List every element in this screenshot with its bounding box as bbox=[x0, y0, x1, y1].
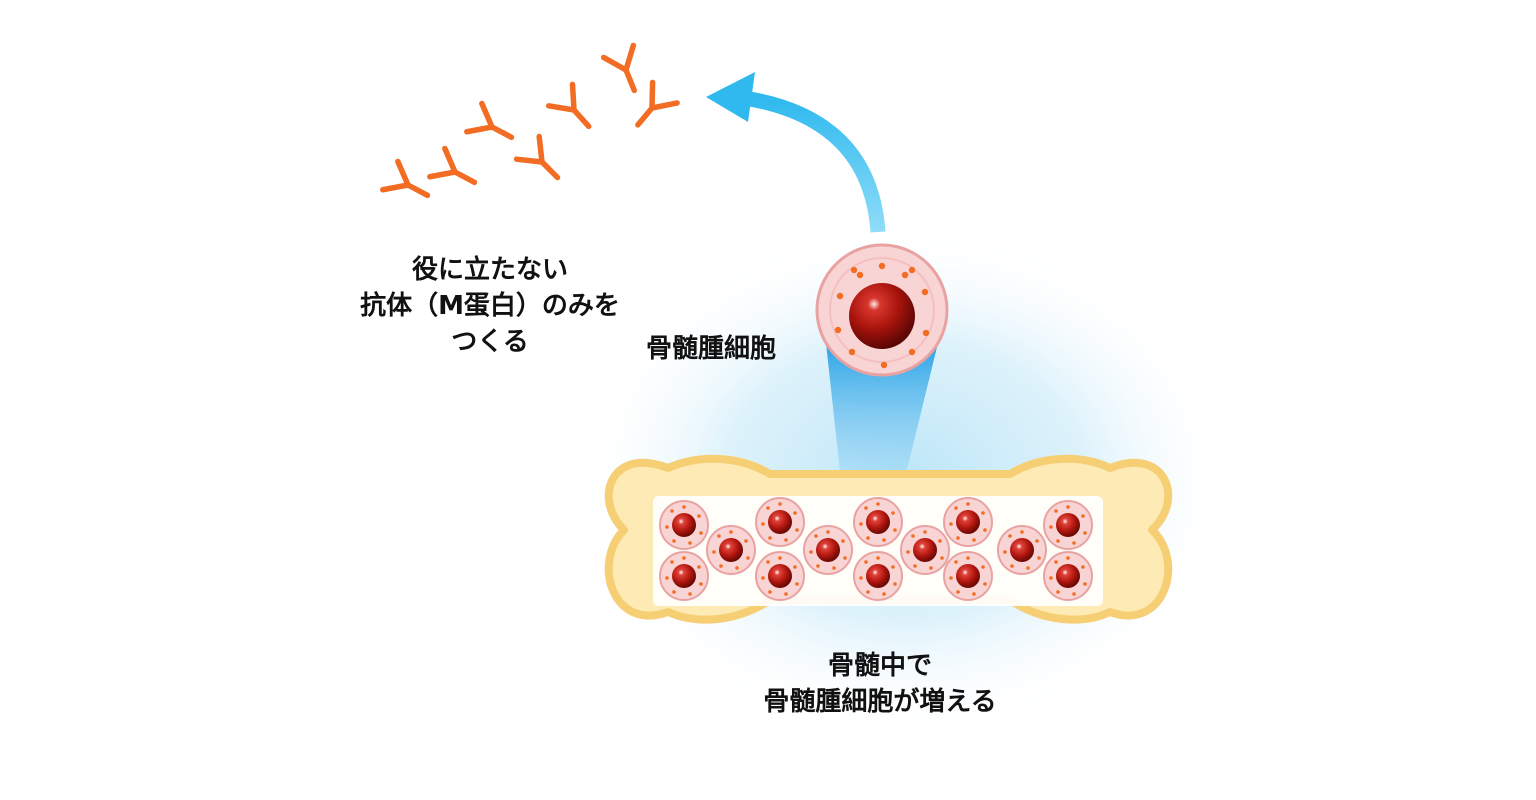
antibody-group bbox=[380, 42, 680, 199]
antibody-icon bbox=[380, 158, 431, 199]
antibody-icon bbox=[600, 42, 637, 94]
antibody-icon bbox=[545, 81, 592, 130]
marrow-myeloma-cell bbox=[1043, 551, 1093, 601]
antibody-label-line-3: つくる bbox=[451, 327, 529, 357]
antibody-icon bbox=[427, 145, 478, 186]
marrow-myeloma-cell bbox=[659, 551, 709, 601]
antibody-icon bbox=[635, 79, 680, 128]
marrow-myeloma-cell bbox=[853, 497, 903, 547]
myeloma-cell-label: 骨髄腫細胞 bbox=[646, 334, 777, 364]
marrow-myeloma-cell bbox=[755, 497, 805, 547]
antibody-icon bbox=[464, 100, 515, 141]
marrow-myeloma-cell bbox=[900, 525, 950, 575]
marrow-myeloma-cell bbox=[803, 525, 853, 575]
marrow-myeloma-cell bbox=[853, 551, 903, 601]
marrow-myeloma-cell bbox=[755, 551, 805, 601]
curved-arrow-icon bbox=[706, 72, 886, 233]
antibody-icon bbox=[513, 133, 561, 181]
light-beam bbox=[826, 343, 938, 490]
marrow-myeloma-cell bbox=[943, 551, 993, 601]
bone-label-line-1: 骨髄中で bbox=[827, 651, 932, 681]
marrow-myeloma-cell bbox=[659, 500, 709, 550]
myeloma-cell-icon bbox=[815, 243, 949, 377]
antibody-label-line-1: 役に立たない bbox=[411, 255, 568, 285]
bone-marrow-label: 骨髄中で 骨髄腫細胞が増える bbox=[730, 648, 1030, 720]
marrow-myeloma-cell bbox=[997, 525, 1047, 575]
marrow-myeloma-cell bbox=[706, 525, 756, 575]
antibody-label-line-2: 抗体（M蛋白）のみを bbox=[360, 291, 620, 321]
marrow-myeloma-cell bbox=[943, 497, 993, 547]
marrow-myeloma-cell bbox=[1043, 500, 1093, 550]
antibody-label: 役に立たない 抗体（M蛋白）のみを つくる bbox=[330, 252, 650, 360]
bone-label-line-2: 骨髄腫細胞が増える bbox=[763, 687, 997, 717]
marrow-cells bbox=[659, 497, 1093, 601]
